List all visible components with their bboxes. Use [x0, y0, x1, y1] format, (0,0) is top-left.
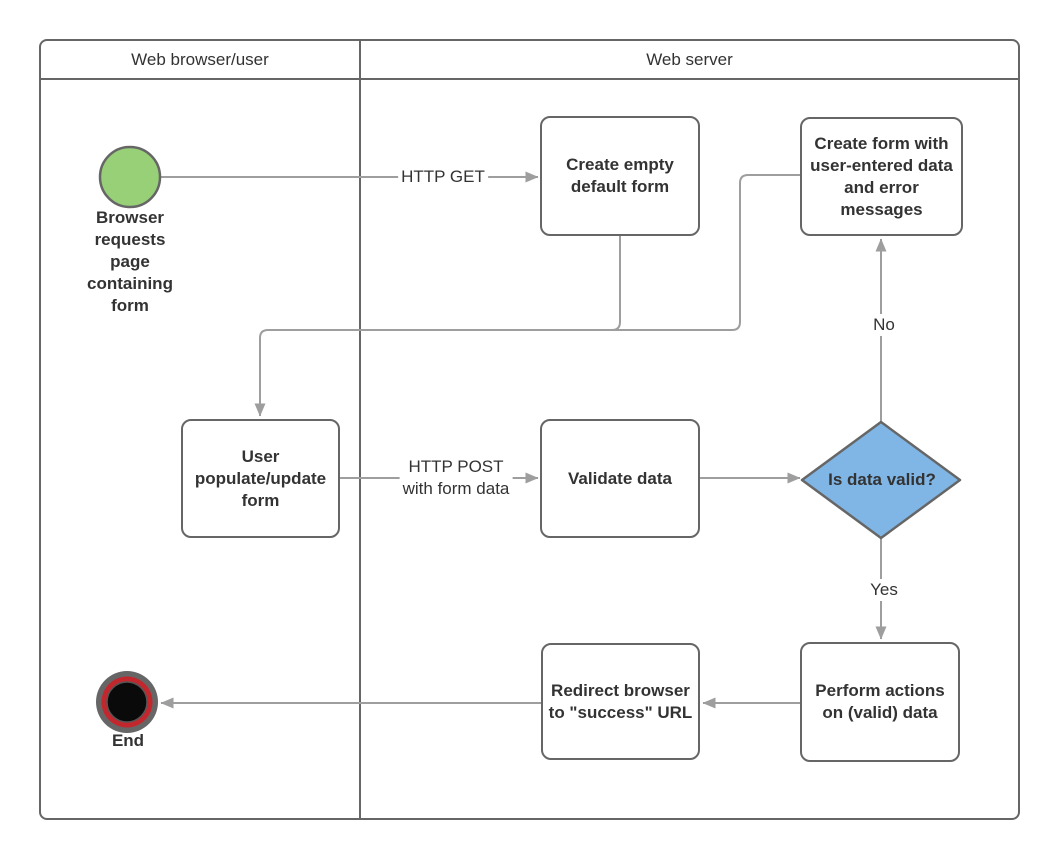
node-validate-data: Validate data	[540, 419, 700, 538]
decision-diamond	[800, 420, 962, 540]
end-node-core	[106, 681, 148, 723]
edge-label-http-get: HTTP GET	[398, 166, 488, 188]
lane-header-web-browser-user: Web browser/user	[131, 49, 269, 69]
lane-header-web-server: Web server	[646, 49, 733, 69]
node-create-form-with-errors: Create form with user-entered data and e…	[800, 117, 963, 236]
start-node-label: Browser requests page containing form	[87, 208, 173, 315]
end-node	[96, 671, 158, 733]
start-node	[98, 145, 162, 209]
edge-create-empty-to-user-populate	[611, 236, 621, 331]
swimlane-frame	[39, 39, 1020, 820]
end-node-label: End	[111, 731, 145, 750]
node-perform-actions: Perform actions on (valid) data	[800, 642, 960, 762]
edge-errorform-to-user-populate	[254, 174, 800, 417]
node-redirect-browser: Redirect browser to "success" URL	[541, 643, 700, 760]
node-user-populate-update-form: User populate/update form	[181, 419, 340, 538]
edge-label-http-post: HTTP POST with form data	[399, 456, 513, 500]
decision-label: Is data valid?	[828, 470, 936, 489]
edge-label-yes: Yes	[867, 579, 901, 601]
node-create-empty-default-form: Create empty default form	[540, 116, 700, 236]
edge-label-no: No	[870, 314, 898, 336]
